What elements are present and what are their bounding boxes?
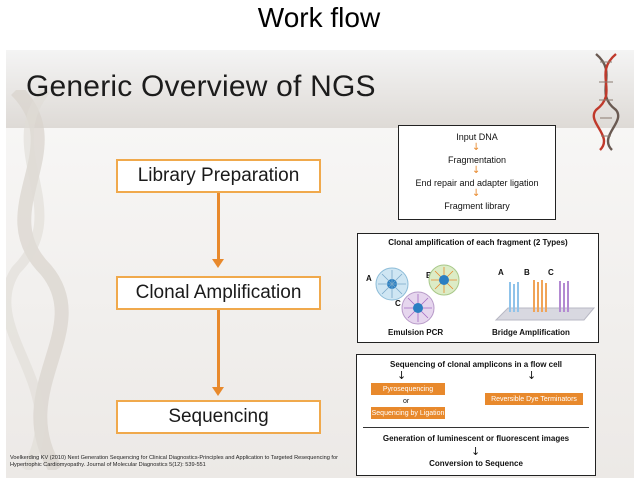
amplification-title: Clonal amplification of each fragment (2… — [388, 238, 568, 247]
emulsion-droplets-icon — [375, 264, 460, 325]
or-text: or — [403, 398, 410, 405]
bridge-label-a: A — [498, 268, 504, 277]
arrow-down-icon: ↓ — [472, 188, 481, 199]
conversion-step: Conversion to Sequence — [429, 459, 523, 468]
emulsion-label-a: A — [366, 274, 372, 283]
dna-helix-icon — [592, 53, 620, 151]
stage-sequencing: Sequencing — [116, 400, 321, 434]
header-band — [6, 50, 634, 128]
overview-heading: Generic Overview of NGS — [26, 70, 376, 103]
arrow-down-icon: ↓ — [527, 369, 537, 382]
library-prep-detail: Input DNA ↓ Fragmentation ↓ End repair a… — [398, 125, 556, 220]
citation: Voelkerding KV (2010) Next Generation Se… — [10, 455, 338, 468]
slide-title: Work flow — [257, 2, 381, 33]
divider — [363, 427, 589, 428]
emulsion-label-c: C — [395, 299, 401, 308]
arrow-down-icon — [212, 259, 224, 268]
sequencing-detail: Sequencing of clonal amplicons in a flow… — [356, 354, 596, 476]
dna-helix-background-icon — [6, 90, 69, 470]
bridge-amplification-icon — [494, 280, 596, 321]
bridge-label-b: B — [524, 268, 530, 277]
arrow-down-icon: ↓ — [471, 445, 481, 458]
image-generation-step: Generation of luminescent or fluorescent… — [382, 434, 570, 443]
emulsion-label-b: B — [426, 271, 432, 280]
step-fragment-library: Fragment library — [444, 201, 510, 211]
step-fragmentation: Fragmentation — [447, 155, 507, 165]
arrow-down-icon — [212, 387, 224, 396]
arrow-down-icon: ↓ — [397, 369, 407, 382]
clonal-amplification-detail: Clonal amplification of each fragment (2… — [357, 233, 599, 343]
bridge-label-c: C — [548, 268, 554, 277]
step-end-repair: End repair and adapter ligation — [415, 178, 539, 188]
bridge-amplification-caption: Bridge Amplification — [492, 328, 570, 337]
sequencing-title: Sequencing of clonal amplicons in a flow… — [389, 360, 563, 369]
reversible-dye-terminators-box: Reversible Dye Terminators — [485, 393, 583, 405]
arrow-down-icon: ↓ — [472, 142, 481, 153]
emulsion-pcr-caption: Emulsion PCR — [388, 328, 444, 337]
stage-library-preparation: Library Preparation — [116, 159, 321, 193]
step-input-dna: Input DNA — [456, 132, 498, 142]
stage-clonal-amplification: Clonal Amplification — [116, 276, 321, 310]
sequencing-by-ligation-box: Sequencing by Ligation — [371, 407, 445, 419]
flow-connector-2 — [217, 310, 220, 387]
pyrosequencing-box: Pyrosequencing — [371, 383, 445, 395]
flow-connector-1 — [217, 193, 220, 259]
arrow-down-icon: ↓ — [472, 165, 481, 176]
